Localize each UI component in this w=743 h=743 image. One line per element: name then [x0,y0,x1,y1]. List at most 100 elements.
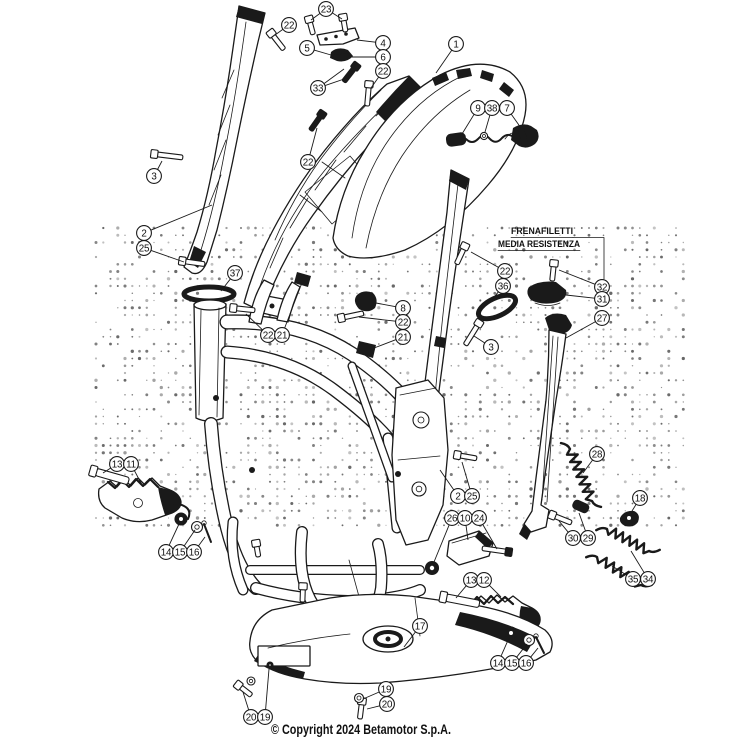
callout-25: 25 [136,240,152,256]
callout-30: 30 [565,530,581,546]
callout-34: 34 [640,571,656,587]
svg-text:2: 2 [455,491,460,502]
callout-25: 25 [464,488,480,504]
svg-text:16: 16 [189,547,200,558]
callout-16: 16 [186,544,202,560]
svg-text:36: 36 [498,281,509,292]
callout-19: 19 [378,681,394,697]
callout-1: 1 [448,36,464,52]
callout-2: 2 [450,488,466,504]
svg-text:20: 20 [382,699,393,710]
svg-text:22: 22 [378,66,389,77]
svg-text:6: 6 [380,52,386,63]
callout-36: 36 [495,278,511,294]
svg-text:15: 15 [507,658,518,669]
svg-text:12: 12 [479,575,490,586]
callout-9: 9 [470,100,486,116]
svg-text:24: 24 [474,513,485,524]
bumper-8 [354,291,377,312]
callout-20: 20 [243,709,259,725]
left-footpeg [97,477,191,523]
svg-text:27: 27 [597,313,608,324]
svg-text:13: 13 [112,459,123,470]
svg-text:8: 8 [400,303,406,314]
callout-5: 5 [299,40,315,56]
svg-text:19: 19 [260,712,271,723]
svg-text:5: 5 [304,43,310,54]
svg-text:21: 21 [398,332,409,343]
callout-4: 4 [375,35,391,51]
svg-text:33: 33 [313,83,324,94]
callout-21: 21 [274,327,290,343]
svg-text:16: 16 [521,658,532,669]
stand-spacer-30 [572,499,590,514]
callout-22: 22 [497,263,513,279]
callout-31: 31 [594,291,610,307]
swingarm-pivot-plate [391,379,449,546]
svg-text:4: 4 [380,38,386,49]
leader-lines [102,12,645,711]
callout-3: 3 [483,339,499,355]
stand-springs [559,441,661,588]
svg-text:10: 10 [460,513,471,524]
note-line1: FRENAFILETTI [511,226,573,236]
svg-text:37: 37 [230,268,241,279]
callout-38: 38 [484,100,500,116]
callout-18: 18 [632,490,648,506]
callout-12: 12 [476,572,492,588]
svg-text:3: 3 [151,171,157,182]
svg-text:30: 30 [568,533,579,544]
clamp-5-6 [330,48,353,62]
callout-24: 24 [471,510,487,526]
callout-27: 27 [594,310,610,326]
svg-text:21: 21 [277,330,288,341]
callout-16: 16 [518,655,534,671]
svg-text:20: 20 [246,712,257,723]
callout-6: 6 [375,49,391,65]
callout-11: 11 [123,456,139,472]
svg-text:19: 19 [381,684,392,695]
callout-19: 19 [257,709,273,725]
clip-21 [356,341,376,358]
footpeg-bracket-10 [446,530,494,566]
svg-text:1: 1 [453,39,458,50]
strap-36 [475,292,519,322]
mount-bracket-4 [316,27,360,46]
svg-text:22: 22 [284,20,295,31]
side-stand [519,313,572,540]
callout-15: 15 [504,655,520,671]
left-side-panel [183,5,266,275]
cable-assembly [445,124,539,148]
svg-text:17: 17 [415,621,426,632]
svg-text:2: 2 [141,228,146,239]
stand-clip-18 [619,510,639,527]
copyright-text: © Copyright 2024 Betamotor S.p.A. [271,722,451,737]
note-frenafiletti: FRENAFILETTI MEDIA RESISTENZA [497,226,605,280]
svg-text:3: 3 [488,342,494,353]
svg-text:38: 38 [487,103,498,114]
stand-bracket-31 [527,281,567,306]
svg-text:18: 18 [635,493,646,504]
svg-text:9: 9 [475,103,480,114]
svg-text:13: 13 [466,575,477,586]
callout-2: 2 [136,225,152,241]
svg-text:23: 23 [321,4,332,15]
svg-text:32: 32 [597,282,608,293]
callout-29: 29 [580,530,596,546]
rear-fender [332,63,527,259]
callout-28: 28 [589,446,605,462]
callout-14: 14 [158,544,174,560]
callout-20: 20 [379,696,395,712]
svg-text:22: 22 [398,317,409,328]
svg-text:25: 25 [139,243,150,254]
callout-22: 22 [260,327,276,343]
callout-21: 21 [395,329,411,345]
callout-10: 10 [457,510,473,526]
callout-22: 22 [300,154,316,170]
headset-ring-37 [181,284,237,304]
callout-8: 8 [395,300,411,316]
callout-3: 3 [146,168,162,184]
svg-text:7: 7 [504,103,509,114]
